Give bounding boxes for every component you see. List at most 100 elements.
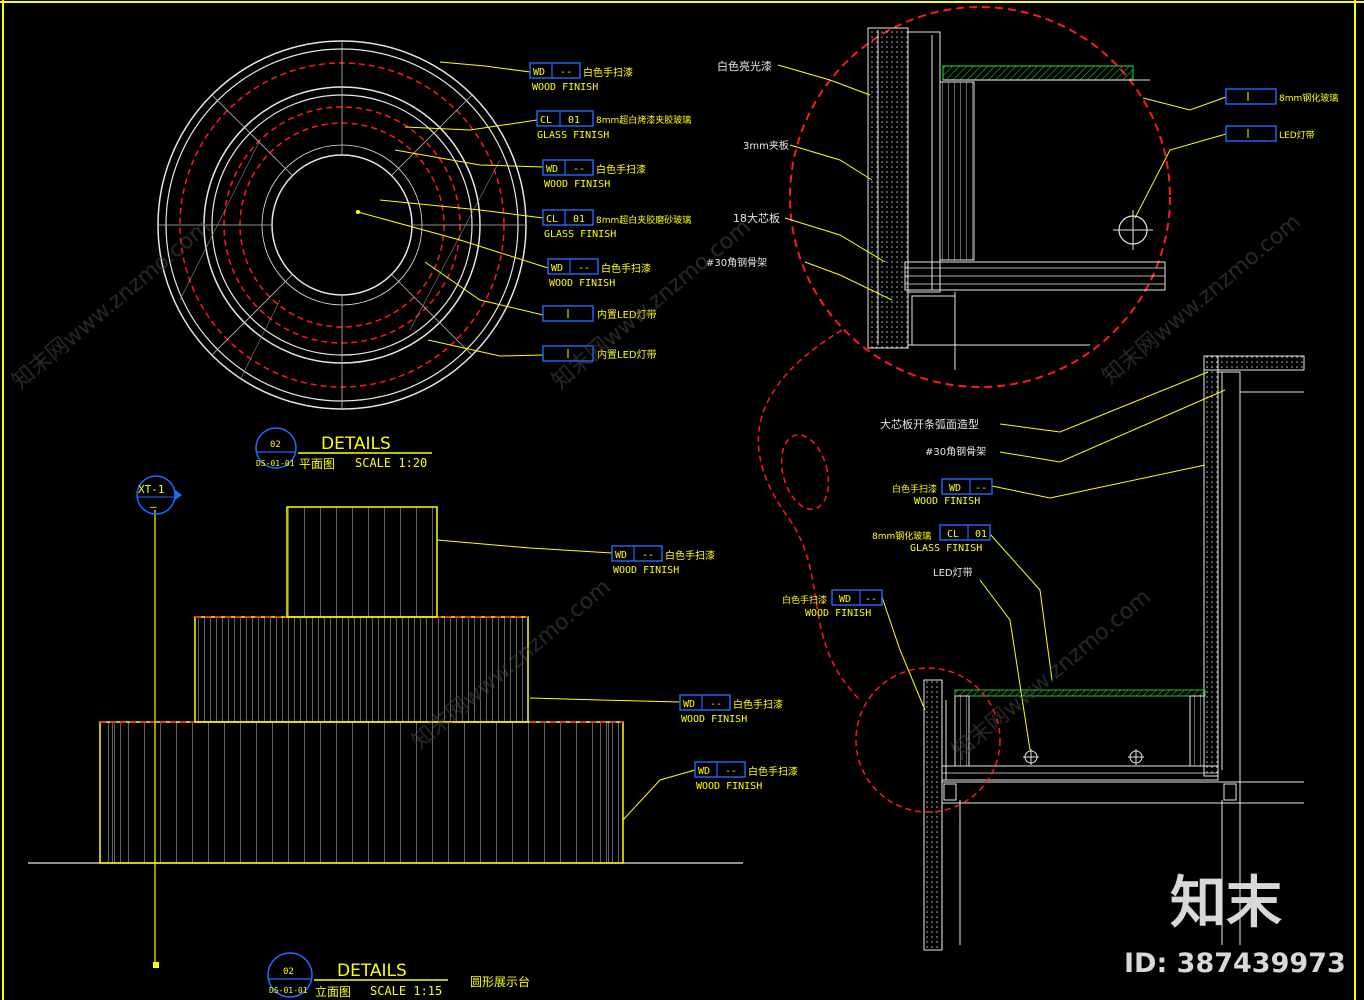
plan-tag-2-num: 01 [568, 115, 580, 126]
plan-bubble-top: 02 [270, 440, 281, 450]
plan-tag-4: CL 01 8mm超白夹胶磨砂玻璃 GLASS FINISH [542, 209, 691, 240]
elevation-title-block: 02 DS-01-01 DETAILS 立面图 SCALE 1:15 圆形展示台 [267, 952, 530, 999]
section-tag-1-num: -- [975, 483, 987, 494]
section-tag-1: 白色手扫漆 WD -- WOOD FINISH [892, 478, 993, 507]
elevation-view [28, 506, 743, 968]
section-tag-2: 8mm钢化玻璃 CL 01 GLASS FINISH [872, 524, 991, 554]
plan-tag-1-cn: 白色手扫漆 [583, 66, 633, 79]
plan-tag-1-num: -- [560, 67, 572, 78]
section-tag-3: 白色手扫漆 WD -- WOOD FINISH [782, 589, 883, 619]
elevation-tag-3-cn: 白色手扫漆 [748, 765, 798, 778]
elevation-tag-2-en: WOOD FINISH [681, 714, 747, 725]
section-marker-bottom: — [150, 500, 157, 513]
plan-view [157, 40, 527, 410]
detail-tag-2: LED灯带 [1225, 125, 1315, 142]
detail-tag-2-cn: LED灯带 [1279, 130, 1315, 141]
plan-leaders [357, 61, 549, 357]
plan-tag-7-cn: 内置LED灯带 [597, 348, 657, 361]
section-tag-3-cn: 白色手扫漆 [782, 594, 827, 606]
detail-tag-1: 8mm钢化玻璃 [1225, 88, 1338, 105]
elevation-bubble-bottom: DS-01-01 [269, 986, 308, 995]
callout-connector [757, 329, 861, 701]
plan-tag-4-cn: 8mm超白夹胶磨砂玻璃 [596, 214, 691, 226]
elevation-tag-2-cn: 白色手扫漆 [733, 698, 783, 711]
plan-title-block: 02 DS-01-01 DETAILS 平面图 SCALE 1:20 [255, 427, 432, 471]
detail-left-leaders [777, 64, 893, 301]
elevation-tag-3-en: WOOD FINISH [696, 781, 762, 792]
detail-label-4: #30角钢骨架 [706, 256, 767, 269]
plan-tag-6-cn: 内置LED灯带 [597, 308, 657, 321]
elevation-tag-2: WD -- 白色手扫漆 WOOD FINISH [679, 694, 783, 725]
plan-title: DETAILS [321, 434, 391, 454]
elevation-tag-1: WD -- 白色手扫漆 WOOD FINISH [611, 545, 715, 576]
section-tag-3-num: -- [865, 594, 877, 605]
plan-tag-4-code: CL [546, 214, 558, 225]
plan-tag-2-code: CL [540, 115, 552, 126]
watermark-text-2: 知末网www.znzmo.com [548, 214, 756, 394]
elevation-tag-3-num: -- [725, 766, 737, 777]
section-marker-top: XT-1 [138, 483, 165, 496]
elevation-tag-1-en: WOOD FINISH [613, 565, 679, 576]
detail-label-1: 白色亮光漆 [717, 59, 772, 73]
elevation-tag-1-code: WD [615, 550, 627, 561]
plan-tag-4-num: 01 [573, 214, 585, 225]
section-view [855, 355, 1305, 951]
section-tag-2-num: 01 [975, 529, 987, 540]
elevation-name: 立面图 [315, 984, 351, 999]
section-tag-3-code: WD [839, 594, 851, 605]
detail-callout [789, 6, 1171, 388]
elevation-tag-1-cn: 白色手扫漆 [665, 549, 715, 562]
section-tag-1-cn: 白色手扫漆 [892, 483, 937, 495]
elevation-subtitle: 圆形展示台 [470, 974, 530, 989]
watermark-text-5: 知末网www.znzmo.com [948, 584, 1156, 764]
section-led-label: LED灯带 [933, 567, 973, 579]
section-label-1: 大芯板开条弧面造型 [880, 417, 979, 431]
plan-tag-2: CL 01 8mm超白烤漆夹胶玻璃 GLASS FINISH [536, 110, 691, 141]
detail-label-2: 3mm夹板 [743, 139, 789, 152]
plan-tag-1-en: WOOD FINISH [532, 82, 598, 93]
section-marker: XT-1 — [136, 475, 182, 515]
elevation-tag-2-code: WD [683, 699, 695, 710]
plan-tag-5: WD -- 白色手扫漆 WOOD FINISH [547, 258, 651, 289]
plan-tag-3-num: -- [573, 164, 585, 175]
elevation-leaders [436, 539, 696, 821]
section-tag-1-en: WOOD FINISH [914, 496, 980, 507]
plan-scale: SCALE 1:20 [355, 456, 427, 470]
section-label-2: #30角钢骨架 [925, 445, 986, 458]
section-tag-1-code: WD [949, 483, 961, 494]
elevation-tag-3-code: WD [698, 766, 710, 777]
plan-tag-1: WD -- 白色手扫漆 WOOD FINISH [529, 62, 633, 93]
plan-tag-5-num: -- [578, 263, 590, 274]
elevation-bubble-top: 02 [283, 967, 294, 977]
section-tag-2-cn: 8mm钢化玻璃 [872, 530, 931, 542]
plan-tag-1-code: WD [533, 67, 545, 78]
plan-tag-3-en: WOOD FINISH [544, 179, 610, 190]
plan-tag-2-cn: 8mm超白烤漆夹胶玻璃 [596, 114, 691, 126]
plan-tag-7: 内置LED灯带 [542, 345, 657, 362]
plan-name: 平面图 [299, 457, 335, 471]
plan-tag-3-code: WD [546, 164, 558, 175]
plan-tag-6: 内置LED灯带 [542, 305, 657, 322]
plan-tag-3-cn: 白色手扫漆 [596, 163, 646, 176]
plan-tag-2-en: GLASS FINISH [537, 130, 609, 141]
section-leaders [881, 371, 1226, 751]
detail-tag-1-cn: 8mm钢化玻璃 [1279, 92, 1338, 104]
elevation-title: DETAILS [337, 961, 407, 981]
elevation-tag-2-num: -- [710, 699, 722, 710]
watermark-id: ID: 387439973 [1124, 948, 1346, 979]
plan-tag-5-cn: 白色手扫漆 [601, 262, 651, 275]
watermark-logo: 知末 [1170, 871, 1282, 936]
plan-tag-5-en: WOOD FINISH [549, 278, 615, 289]
plan-tag-3: WD -- 白色手扫漆 WOOD FINISH [542, 159, 646, 190]
plan-tag-4-en: GLASS FINISH [544, 229, 616, 240]
section-tag-2-code: CL [947, 529, 959, 540]
detail-right-leaders [1134, 96, 1227, 219]
elevation-scale: SCALE 1:15 [370, 984, 442, 998]
section-tag-2-en: GLASS FINISH [910, 543, 982, 554]
section-tag-3-en: WOOD FINISH [805, 608, 871, 619]
callout-loop [780, 434, 830, 510]
elevation-tag-3: WD -- 白色手扫漆 WOOD FINISH [694, 761, 798, 792]
plan-tag-5-code: WD [551, 263, 563, 274]
